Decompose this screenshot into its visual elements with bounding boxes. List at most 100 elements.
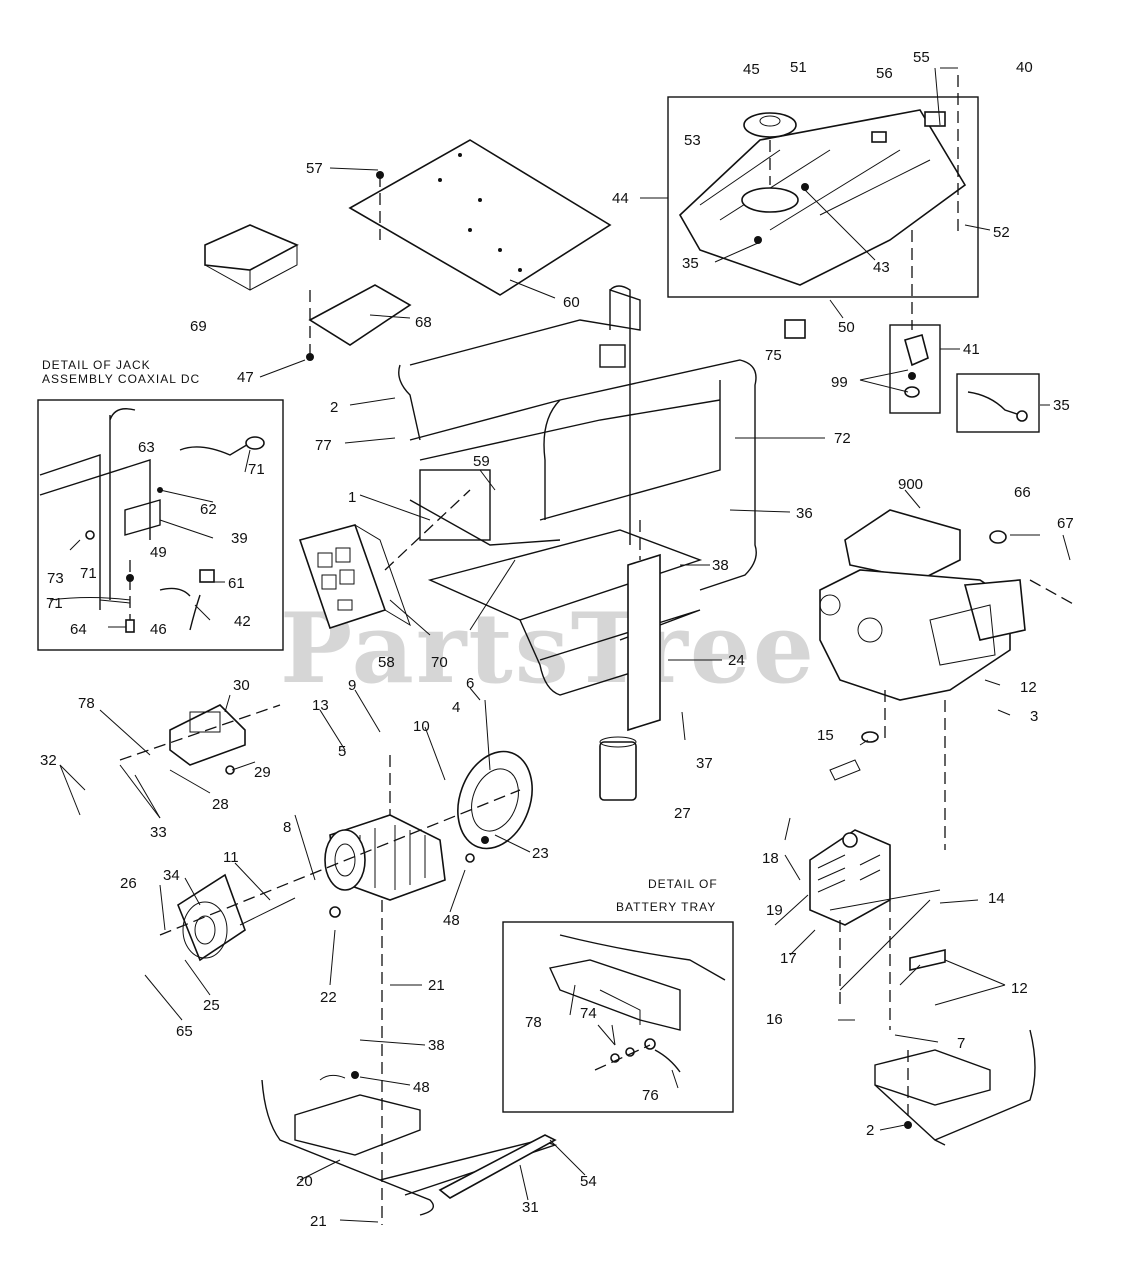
label-77: 77 bbox=[315, 437, 332, 454]
label-39: 39 bbox=[231, 530, 248, 547]
label-76: 76 bbox=[642, 1087, 659, 1104]
label-72: 72 bbox=[834, 430, 851, 447]
label-3: 3 bbox=[1030, 708, 1038, 725]
muffler-group bbox=[809, 731, 946, 1030]
label-22: 22 bbox=[320, 989, 337, 1006]
label-57: 57 bbox=[306, 160, 323, 177]
battery-detail-title-1: DETAIL OF bbox=[648, 877, 718, 891]
label-67: 67 bbox=[1057, 515, 1074, 532]
jack-detail bbox=[37, 399, 284, 651]
label-35-line: 35 bbox=[1053, 397, 1070, 414]
battery-tray-detail bbox=[502, 921, 734, 1113]
label-2-top: 2 bbox=[330, 399, 338, 416]
label-12-engine: 12 bbox=[1020, 679, 1037, 696]
label-31: 31 bbox=[522, 1199, 539, 1216]
grommet-75 bbox=[784, 319, 806, 339]
fuel-valve-frame bbox=[889, 324, 941, 414]
label-38-base: 38 bbox=[428, 1037, 445, 1054]
label-46: 46 bbox=[150, 621, 167, 638]
label-58: 58 bbox=[378, 654, 395, 671]
fuel-valve bbox=[904, 333, 929, 367]
label-78-brush: 78 bbox=[78, 695, 95, 712]
label-7: 7 bbox=[957, 1035, 965, 1052]
label-10: 10 bbox=[413, 718, 430, 735]
control-panel bbox=[298, 489, 471, 630]
label-11: 11 bbox=[223, 849, 239, 866]
top-panel-group bbox=[204, 139, 612, 361]
fuel-line-frame bbox=[956, 373, 1040, 433]
label-44: 44 bbox=[612, 190, 629, 207]
label-51: 51 bbox=[790, 59, 807, 76]
engine-shroud bbox=[844, 509, 961, 581]
label-40: 40 bbox=[1016, 59, 1033, 76]
label-45: 45 bbox=[743, 61, 760, 78]
label-13: 13 bbox=[312, 697, 329, 714]
fuel-tank-assembly bbox=[667, 75, 979, 330]
fuel-line bbox=[967, 391, 1021, 416]
alternator bbox=[159, 736, 637, 1225]
label-61: 61 bbox=[228, 575, 245, 592]
engine-block bbox=[819, 569, 1011, 701]
label-28: 28 bbox=[212, 796, 229, 813]
leader-lines bbox=[59, 67, 1071, 1223]
label-29: 29 bbox=[254, 764, 271, 781]
label-30: 30 bbox=[233, 677, 250, 694]
bracket-12 bbox=[909, 948, 946, 972]
label-49: 49 bbox=[150, 544, 167, 561]
label-2-base: 2 bbox=[866, 1122, 874, 1139]
muffler-guard-66 bbox=[989, 530, 1007, 544]
label-38-frame: 38 bbox=[712, 557, 729, 574]
fuel-gauge bbox=[871, 131, 887, 143]
label-74: 74 bbox=[580, 1005, 597, 1022]
label-18: 18 bbox=[762, 850, 779, 867]
label-64: 64 bbox=[70, 621, 87, 638]
part-labels: 40 55 56 51 45 53 44 52 43 35 50 41 99 3… bbox=[40, 49, 1074, 1230]
label-73: 73 bbox=[47, 570, 64, 587]
label-71-connector: 71 bbox=[248, 461, 265, 478]
top-panel bbox=[348, 139, 612, 296]
jack-detail-title-1: DETAIL OF JACK bbox=[42, 358, 151, 372]
battery-tray-frame bbox=[502, 921, 734, 1113]
engine bbox=[819, 509, 1076, 850]
label-59: 59 bbox=[473, 453, 490, 470]
label-12-bracket: 12 bbox=[1011, 980, 1028, 997]
label-20: 20 bbox=[296, 1173, 313, 1190]
frame-panel bbox=[419, 469, 491, 541]
label-69: 69 bbox=[190, 318, 207, 335]
label-99: 99 bbox=[831, 374, 848, 391]
muffler-outlet bbox=[842, 832, 858, 848]
fuel-tank-frame bbox=[667, 96, 979, 298]
label-35-tank: 35 bbox=[682, 255, 699, 272]
label-63: 63 bbox=[138, 439, 155, 456]
fuel-cap bbox=[743, 112, 797, 138]
label-32: 32 bbox=[40, 752, 57, 769]
label-6: 6 bbox=[466, 675, 474, 692]
label-60: 60 bbox=[563, 294, 580, 311]
label-21-bottom: 21 bbox=[310, 1213, 327, 1230]
label-25: 25 bbox=[203, 997, 220, 1014]
label-41: 41 bbox=[963, 341, 980, 358]
label-71-left: 71 bbox=[80, 565, 97, 582]
label-4: 4 bbox=[452, 699, 460, 716]
label-66: 66 bbox=[1014, 484, 1031, 501]
label-53: 53 bbox=[684, 132, 701, 149]
right-base-frame bbox=[874, 1029, 1036, 1146]
handle-31 bbox=[438, 1134, 557, 1199]
label-65: 65 bbox=[176, 1023, 193, 1040]
label-8: 8 bbox=[283, 819, 291, 836]
jack-detail-frame bbox=[37, 399, 284, 651]
frame-base bbox=[427, 529, 703, 621]
brush-holder bbox=[119, 704, 281, 775]
label-5: 5 bbox=[338, 743, 346, 760]
air-cleaner bbox=[963, 579, 1026, 641]
jack-connector bbox=[245, 436, 265, 450]
battery-tray bbox=[548, 959, 681, 1031]
label-78-battery: 78 bbox=[525, 1014, 542, 1031]
label-71-wire: 71 bbox=[46, 595, 63, 612]
label-26: 26 bbox=[120, 875, 137, 892]
bracket-24 bbox=[627, 553, 661, 732]
label-14: 14 bbox=[988, 890, 1005, 907]
label-37: 37 bbox=[696, 755, 713, 772]
label-47: 47 bbox=[237, 369, 254, 386]
